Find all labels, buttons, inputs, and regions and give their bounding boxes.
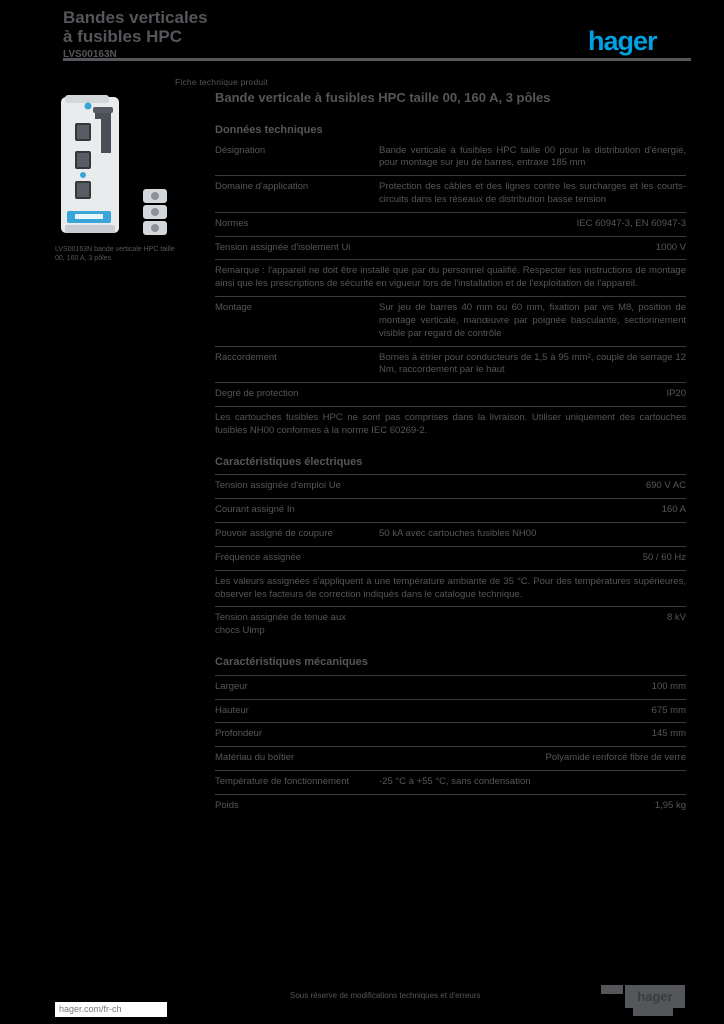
spec-row: Largeur 100 mm: [215, 674, 686, 699]
spec-row: Domaine d'application Protection des câbl…: [215, 175, 686, 212]
spec-label: Tension assignée d'emploi Ue: [215, 480, 341, 492]
spec-note: Les cartouches fusibles HPC ne sont pas …: [215, 405, 686, 443]
spec-label: Hauteur: [215, 704, 249, 716]
spec-value: Polyamide renforcé fibre de verre: [545, 752, 686, 764]
spec-row: Tension assignée d'emploi Ue 690 V AC: [215, 474, 686, 498]
spec-value: Bornes à étrier pour conducteurs de 1,5 …: [379, 351, 686, 376]
spec-note: Remarque : l'appareil ne doit être insta…: [215, 259, 686, 296]
spec-section-label: Caractéristiques électriques: [215, 455, 363, 468]
header-title-line1: Bandes verticales: [63, 8, 208, 27]
spec-label: Largeur: [215, 680, 248, 692]
spec-value: -25 °C à +55 °C, sans condensation: [379, 776, 531, 788]
device-handle-top: [93, 107, 113, 113]
spec-value: 50 kA avec cartouches fusibles NH00: [379, 528, 537, 540]
spec-value: 1,95 kg: [654, 799, 686, 811]
spec-value: 1000 V: [655, 241, 686, 253]
spec-value: 675 mm: [651, 704, 686, 716]
spec-label: Désignation: [215, 144, 266, 156]
figure-caption: LVS00163N bande verticale HPC taille 00,…: [55, 245, 185, 263]
spec-label: Pouvoir assigné de coupure: [215, 528, 333, 540]
spec-label: Raccordement: [215, 351, 277, 363]
spec-label: Matériau du boîtier: [215, 752, 295, 764]
spec-section-label: Caractéristiques mécaniques: [215, 655, 368, 668]
spec-row: Montage Sur jeu de barres 40 mm ou 60 mm,…: [215, 296, 686, 345]
spec-section-header: Caractéristiques électriques: [215, 443, 686, 475]
spec-value: 690 V AC: [645, 480, 686, 492]
figure-caption-line2: taille 00, 160 A, 3 pôles: [55, 246, 175, 263]
footer-website-link[interactable]: hager.com/fr-ch: [55, 1002, 167, 1017]
header-title-block: Bandes verticales à fusibles HPC LVS0016…: [63, 8, 363, 60]
spec-row: Pouvoir assigné de coupure 50 kA avec car…: [215, 522, 686, 546]
figure-caption-line1: LVS00163N bande verticale HPC: [55, 246, 159, 253]
spec-value: 100 mm: [651, 680, 686, 692]
spec-value: 145 mm: [651, 728, 686, 740]
spec-row: Tension assignée de tenue aux chocs Uimp…: [215, 606, 686, 643]
spec-row: Hauteur 675 mm: [215, 698, 686, 723]
spec-row: Profondeur 145 mm: [215, 722, 686, 746]
spec-row: Poids 1,95 kg: [215, 793, 686, 818]
device-top-cap: [65, 95, 109, 103]
footer-badge-logo: hager: [625, 985, 685, 1008]
spec-value: Protection des câbles et des lignes cont…: [379, 181, 686, 206]
spec-row: Matériau du boîtier Polyamide renforcé fi…: [215, 746, 686, 770]
spec-section-header: Caractéristiques mécaniques: [215, 643, 686, 675]
breadcrumb: Fiche technique produit: [175, 77, 268, 87]
spec-label: Domaine d'application: [215, 181, 309, 193]
spec-label: Température de fonctionnement: [215, 776, 350, 788]
hager-footer-badge: hager: [601, 985, 685, 1016]
spec-value: Sur jeu de barres 40 mm ou 60 mm, fixati…: [379, 302, 686, 339]
product-figure: LVS00163N bande verticale HPC taille 00,…: [55, 93, 185, 263]
header-title-line2: à fusibles HPC: [63, 27, 183, 47]
terminal-blocks: [143, 189, 167, 235]
main-content: Bande verticale à fusibles HPC taille 00…: [215, 90, 686, 818]
hager-logo: hager: [588, 26, 658, 56]
spec-label: Courant assigné In: [215, 504, 295, 516]
footer-badge-ear: [601, 985, 623, 994]
spec-label: Poids: [215, 799, 239, 811]
spec-table: Désignation Bande verticale à fusibles HP…: [215, 140, 686, 818]
spec-label: Fréquence assignée: [215, 551, 302, 563]
product-image: [61, 95, 167, 235]
spec-label: Tension assignée de tenue aux chocs Uimp: [215, 612, 346, 637]
product-title: Bande verticale à fusibles HPC taille 00…: [215, 90, 551, 105]
spec-label: Montage: [215, 302, 252, 314]
spec-row: Raccordement Bornes à étrier pour conduct…: [215, 345, 686, 383]
spec-label: Normes: [215, 217, 249, 229]
header-divider: [63, 58, 691, 61]
spec-label: Profondeur: [215, 728, 263, 740]
spec-note: Les valeurs assignées s'appliquent à une…: [215, 569, 686, 607]
device-indicator: [84, 102, 92, 110]
spec-label: Degré de protection: [215, 388, 299, 400]
spec-value: IEC 60947-3, EN 60947-3: [576, 217, 686, 229]
device-handle: [95, 109, 111, 153]
spec-row: Désignation Bande verticale à fusibles HP…: [215, 140, 686, 176]
spec-row: Tension assignée d'isolement Ui 1000 V: [215, 235, 686, 260]
header-reference: LVS00163N: [63, 49, 117, 61]
spec-row: Normes IEC 60947-3, EN 60947-3: [215, 211, 686, 236]
footer-disclaimer: Sous réserve de modifications techniques…: [290, 991, 481, 1000]
spec-row: Fréquence assignée 50 / 60 Hz: [215, 545, 686, 570]
spec-row: Courant assigné In 160 A: [215, 498, 686, 522]
spec-row: Degré de protection IP20: [215, 382, 686, 406]
spec-value: Bande verticale à fusibles HPC taille 00…: [379, 144, 686, 169]
spec-row: Température de fonctionnement -25 °C à +5…: [215, 770, 686, 794]
spec-value: IP20: [666, 388, 686, 400]
spec-value: 8 kV: [666, 612, 686, 624]
spec-value: 50 / 60 Hz: [642, 551, 686, 563]
spec-value: 160 A: [661, 504, 686, 516]
section-head-technical-data: Données techniques: [215, 123, 323, 136]
footer-badge-tab: [633, 1008, 673, 1016]
spec-label: Tension assignée d'isolement Ui: [215, 241, 351, 253]
